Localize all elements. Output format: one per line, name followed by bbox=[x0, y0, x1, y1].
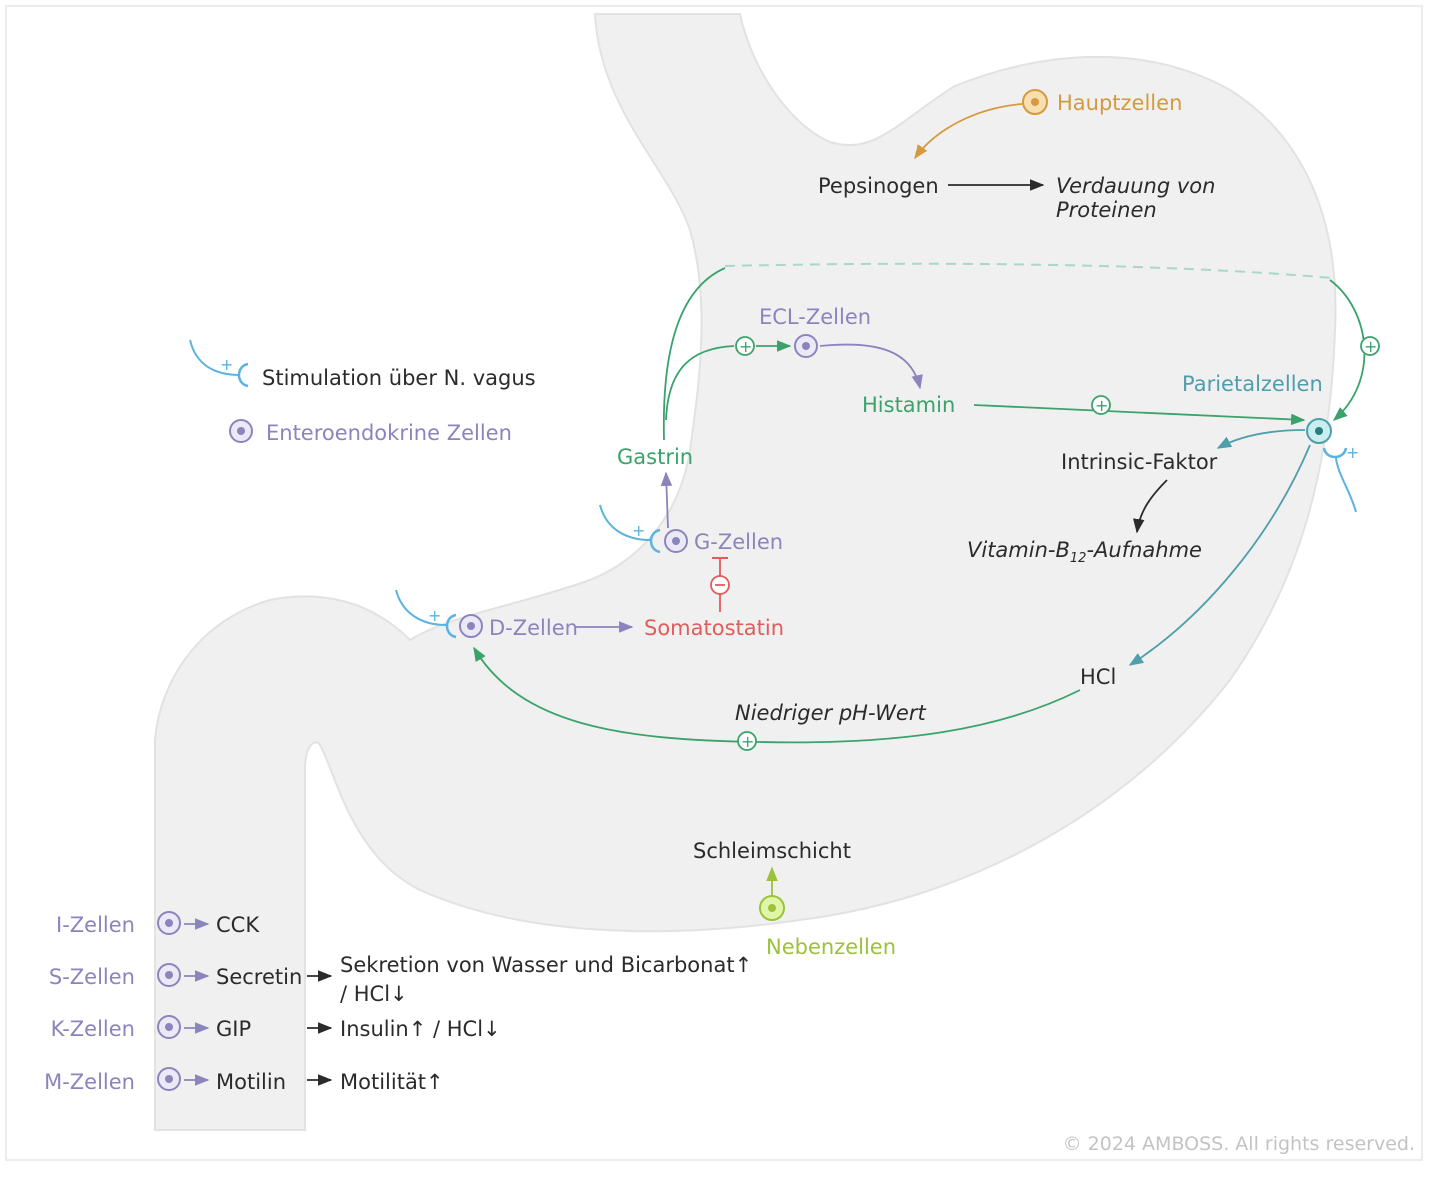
label-motilin: Motilin bbox=[216, 1070, 286, 1094]
d-vagus-plus: + bbox=[428, 606, 441, 625]
label-cck: CCK bbox=[216, 913, 260, 937]
label-gip: GIP bbox=[216, 1017, 251, 1041]
ecl-nucleus-icon bbox=[802, 342, 810, 350]
label-vitamin-b12: Vitamin-B12-Aufnahme bbox=[967, 538, 1202, 566]
label-motilin-effect: Motilität↑ bbox=[340, 1070, 444, 1094]
label-schleimschicht: Schleimschicht bbox=[693, 839, 851, 863]
label-somatostatin: Somatostatin bbox=[644, 616, 784, 640]
label-k-zellen: K-Zellen bbox=[51, 1017, 135, 1041]
gastrin-to-ecl-branch bbox=[665, 345, 735, 421]
copyright-notice: © 2024 AMBOSS. All rights reserved. bbox=[1063, 1133, 1415, 1155]
plus-icon-low-ph bbox=[737, 731, 757, 751]
plus-icon-histamin bbox=[1091, 395, 1111, 415]
g-cell-group: + G-Zellen bbox=[599, 504, 783, 612]
label-secretin-effect-1: Sekretion von Wasser und Bicarbonat↑ bbox=[340, 953, 752, 977]
label-i-zellen: I-Zellen bbox=[56, 913, 135, 937]
mucous-nucleus-icon bbox=[768, 904, 776, 912]
d-nucleus-icon bbox=[467, 622, 475, 630]
legend: + Stimulation über N. vagus Enteroendokr… bbox=[189, 339, 536, 445]
legend-plus: + bbox=[220, 355, 233, 374]
label-m-zellen: M-Zellen bbox=[44, 1070, 135, 1094]
label-intrinsic-faktor: Intrinsic-Faktor bbox=[1061, 450, 1218, 474]
parietal-vagus-synapse-icon bbox=[1322, 447, 1348, 459]
vagus-synapse-icon bbox=[237, 362, 249, 388]
stomach-outline bbox=[154, 13, 1337, 1131]
parietal-vagus-nerve-icon bbox=[1335, 457, 1357, 513]
low-ph-feedback: + Niedriger pH-Wert bbox=[473, 646, 1081, 751]
plus-sign-histamin: + bbox=[1095, 396, 1108, 415]
plus-icon-ecl bbox=[735, 336, 755, 356]
arrow-parietal-to-hcl bbox=[1128, 444, 1311, 666]
plus-icon-parietal-top bbox=[1360, 336, 1380, 356]
parietal-vagus-plus: + bbox=[1346, 443, 1359, 462]
plus-sign-ecl: + bbox=[739, 337, 752, 356]
label-d-zellen: D-Zellen bbox=[489, 616, 578, 640]
arrow-intrinsic-to-b12 bbox=[1133, 479, 1168, 534]
label-s-zellen: S-Zellen bbox=[49, 965, 135, 989]
s-nucleus-icon bbox=[165, 971, 173, 979]
plus-sign-low-ph: + bbox=[741, 732, 754, 751]
cell-nucleus-icon bbox=[237, 427, 245, 435]
arrow-hcl-to-d-cells bbox=[473, 646, 1081, 744]
mucous-cell-group: Schleimschicht Nebenzellen bbox=[693, 839, 896, 959]
g-nucleus-icon bbox=[672, 537, 680, 545]
gastrin-to-top-branch bbox=[662, 267, 726, 441]
ecl-group: ECL-Zellen Histamin + bbox=[759, 305, 1306, 426]
i-nucleus-icon bbox=[165, 919, 173, 927]
arrow-g-to-gastrin bbox=[660, 471, 673, 529]
label-pepsinogen: Pepsinogen bbox=[818, 174, 939, 198]
legend-vagus-label: Stimulation über N. vagus bbox=[262, 366, 536, 390]
label-verdauung-2: Proteinen bbox=[1056, 198, 1157, 222]
label-g-zellen: G-Zellen bbox=[694, 530, 783, 554]
label-nebenzellen: Nebenzellen bbox=[766, 935, 896, 959]
intestinal-cells: I-Zellen CCK S-Zellen Secretin Sekretion… bbox=[44, 911, 752, 1094]
chief-cell-group: Hauptzellen Pepsinogen Verdauung von Pro… bbox=[818, 89, 1215, 222]
parietal-group: Parietalzellen + + Intrinsic-Faktor Vita… bbox=[967, 279, 1380, 689]
gastrin-pathways: + Gastrin bbox=[617, 267, 792, 529]
fundus-boundary bbox=[724, 262, 1333, 279]
label-histamin: Histamin bbox=[862, 393, 955, 417]
vagus-nerve-icon bbox=[189, 339, 241, 376]
legend-enteroendocrine-label: Enteroendokrine Zellen bbox=[266, 421, 512, 445]
label-parietalzellen: Parietalzellen bbox=[1182, 372, 1323, 396]
m-nucleus-icon bbox=[165, 1075, 173, 1083]
parietal-nucleus-icon bbox=[1315, 427, 1323, 435]
label-ecl-zellen: ECL-Zellen bbox=[759, 305, 871, 329]
label-hauptzellen: Hauptzellen bbox=[1057, 91, 1182, 115]
g-vagus-nerve-icon bbox=[599, 504, 651, 541]
g-vagus-synapse-icon bbox=[649, 528, 661, 554]
label-secretin-effect-2: / HCl↓ bbox=[340, 982, 408, 1006]
d-vagus-nerve-icon bbox=[395, 589, 447, 626]
g-vagus-plus: + bbox=[632, 521, 645, 540]
chief-cell-nucleus-icon bbox=[1031, 98, 1039, 106]
label-low-ph: Niedriger pH-Wert bbox=[735, 701, 926, 725]
d-vagus-synapse-icon bbox=[445, 613, 457, 639]
label-verdauung-1: Verdauung von bbox=[1056, 174, 1215, 198]
arrow-chief-to-pepsinogen bbox=[914, 103, 1023, 160]
label-gastrin: Gastrin bbox=[617, 445, 693, 469]
k-nucleus-icon bbox=[165, 1023, 173, 1031]
arrow-histamin-to-parietal bbox=[973, 404, 1306, 426]
label-gip-effect: Insulin↑ / HCl↓ bbox=[340, 1017, 501, 1041]
arrow-ecl-to-histamin bbox=[819, 343, 923, 390]
d-cell-group: + D-Zellen Somatostatin bbox=[395, 589, 784, 640]
label-secretin: Secretin bbox=[216, 965, 302, 989]
arrow-parietal-to-intrinsic bbox=[1216, 429, 1306, 449]
figure-border bbox=[5, 5, 1423, 1161]
plus-sign-parietal-top: + bbox=[1364, 337, 1377, 356]
label-hcl: HCl bbox=[1080, 665, 1116, 689]
